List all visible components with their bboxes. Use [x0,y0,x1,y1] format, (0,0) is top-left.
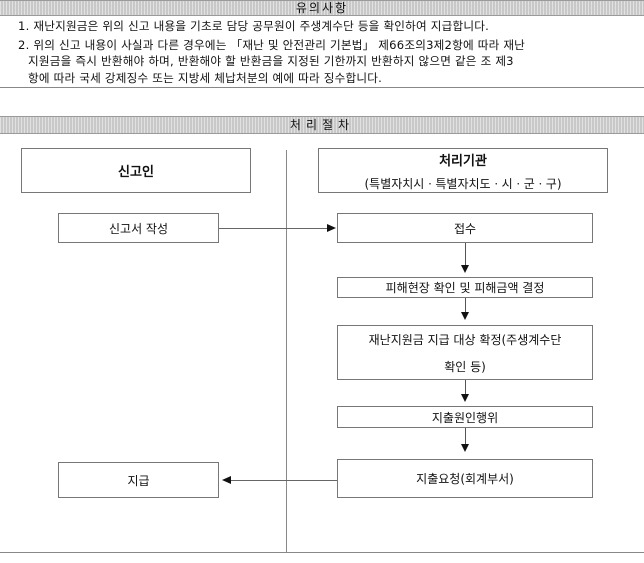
notice-item-2-cont1: 지원금을 즉시 반환해야 하며, 반환해야 할 반환금을 지정된 기한까지 반환… [28,54,514,68]
step-expense-label: 지출원인행위 [431,410,499,425]
arrow-head-left [222,476,231,484]
connector-4 [465,428,466,444]
connector-3 [465,380,466,394]
step-determine-label-2: 확인 등) [444,359,486,374]
procedure-header: 처리절차 [0,116,644,134]
bottom-border [0,552,644,553]
arrow-head-down-4 [461,444,469,452]
notice-item-2-cont2: 항에 따라 국세 강제징수 또는 지방세 체납처분의 예에 따라 징수합니다. [28,71,382,85]
agency-header-sub: (특별자치시ㆍ특별자치도ㆍ시ㆍ군ㆍ구) [364,176,562,191]
arrow-head-down-3 [461,394,469,402]
column-divider [286,150,287,552]
arrow-request-to-pay [231,480,337,481]
step-determine-eligibility: 재난지원금 지급 대상 확정(주생계수단 확인 등) [337,325,593,380]
step-confirm-damage: 피해현장 확인 및 피해금액 결정 [337,277,593,298]
reporter-header-label: 신고인 [118,165,154,180]
step-pay-label: 지급 [127,473,150,488]
step-write-report-label: 신고서 작성 [108,221,168,236]
reporter-header: 신고인 [21,148,251,193]
step-payment-request: 지출요청(회계부서) [337,459,593,498]
notice-item-1: 1. 재난지원금은 위의 신고 내용을 기초로 담당 공무원이 주생계수단 등을… [18,19,490,33]
notice-title: 유의사항 [295,1,349,15]
step-confirm-damage-label: 피해현장 확인 및 피해금액 결정 [385,281,545,295]
procedure-title: 처리절차 [289,118,355,132]
step-determine-label-1: 재난지원금 지급 대상 확정(주생계수단 [368,332,562,347]
connector-2 [465,298,466,312]
notice-item-2: 2. 위의 신고 내용이 사실과 다른 경우에는 「재난 및 안전관리 기본법」… [18,38,526,52]
arrow-head-right [327,224,336,232]
step-write-report: 신고서 작성 [58,213,219,243]
agency-header-label: 처리기관 [439,153,487,169]
arrow-head-down-1 [461,265,469,273]
notice-header: 유의사항 [0,0,644,16]
arrow-head-down-2 [461,312,469,320]
notice-body: 1. 재난지원금은 위의 신고 내용을 기초로 담당 공무원이 주생계수단 등을… [0,16,644,88]
step-payment-request-label: 지출요청(회계부서) [416,472,514,486]
arrow-write-to-receive [219,228,327,229]
agency-header: 처리기관 (특별자치시ㆍ특별자치도ㆍ시ㆍ군ㆍ구) [318,148,608,193]
step-receive-label: 접수 [453,221,477,236]
connector-1 [465,243,466,265]
step-expense-action: 지출원인행위 [337,406,593,428]
step-pay: 지급 [58,462,219,498]
step-receive: 접수 [337,213,593,243]
